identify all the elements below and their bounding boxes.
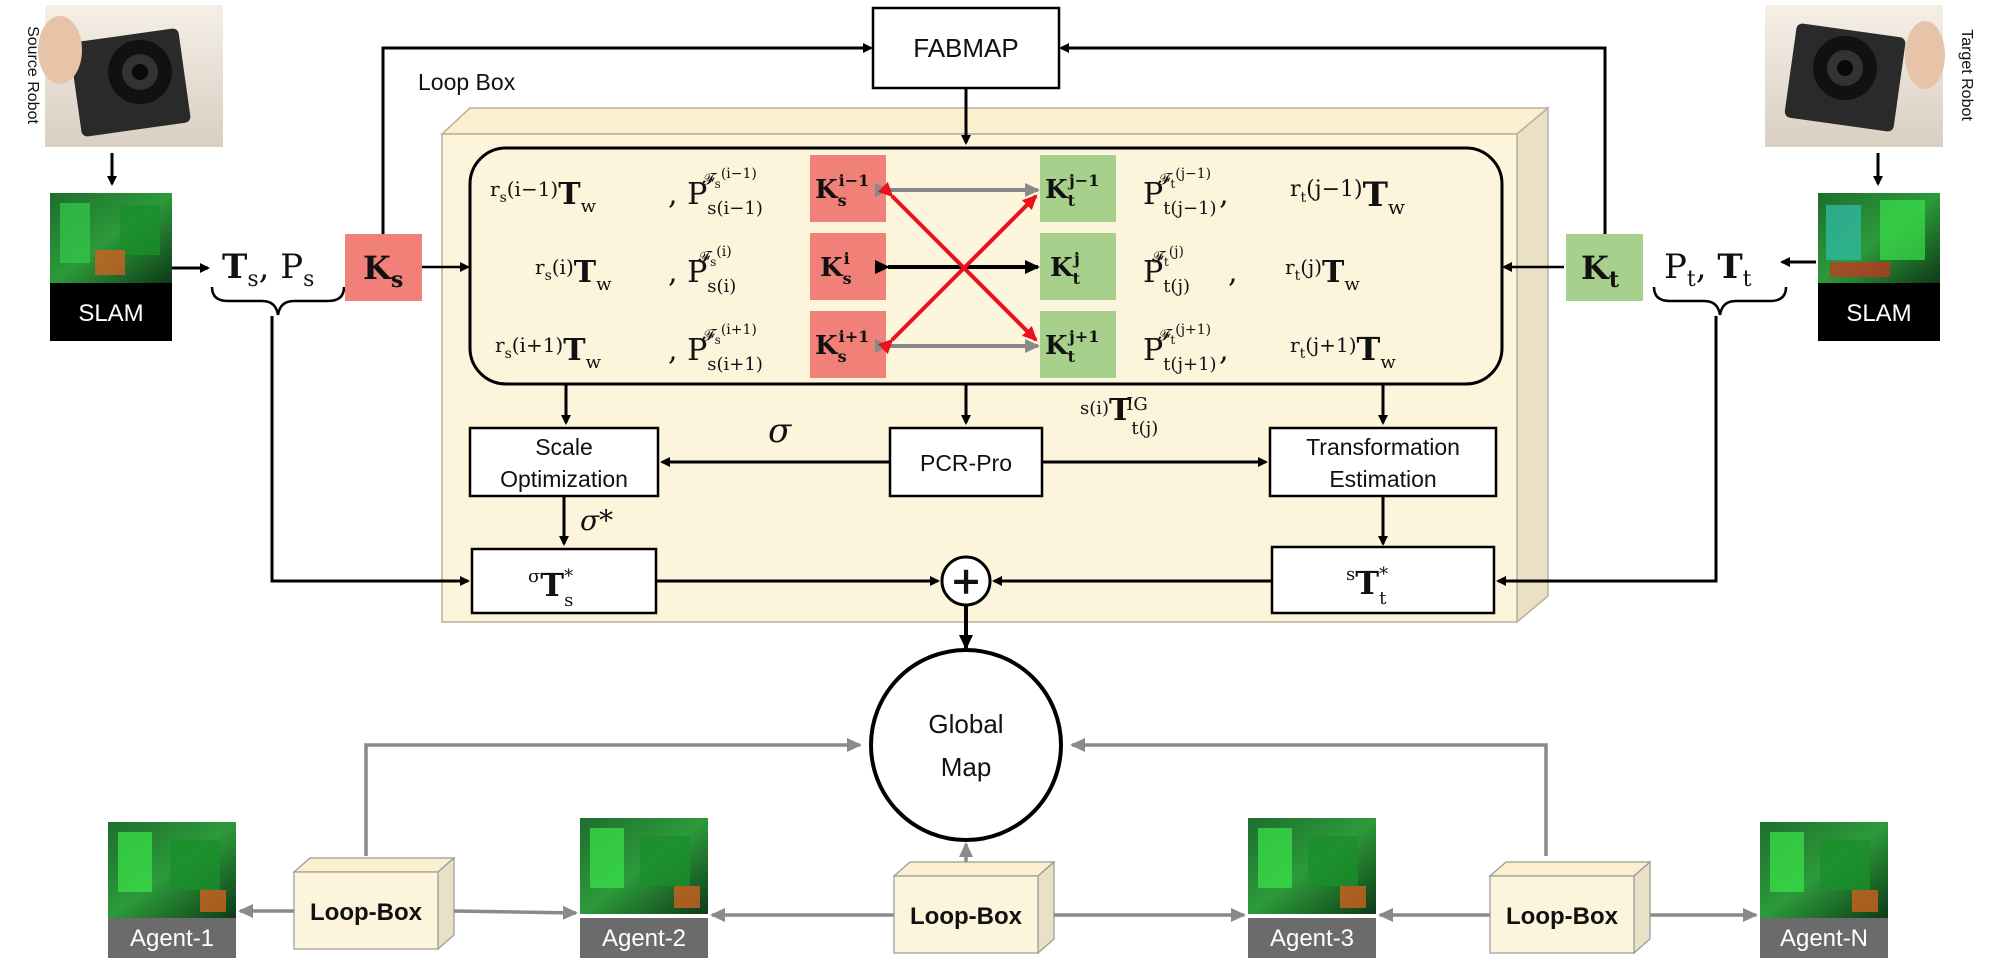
agent-3-view xyxy=(1248,818,1376,958)
loop-box-node-3 xyxy=(1488,860,1652,955)
global-map-line1: Global xyxy=(928,709,1003,739)
scaled-source-transform-label: σT*s xyxy=(528,566,573,611)
loop-box-title: Loop Box xyxy=(418,69,516,95)
ks-to-fabmap-arrow xyxy=(381,43,873,234)
plus-symbol: + xyxy=(950,558,982,603)
agent-1-view xyxy=(108,822,236,958)
target-camera-photo xyxy=(1765,5,1945,147)
target-keyframes-box xyxy=(1566,234,1643,301)
pcr-pro-label: PCR-Pro xyxy=(920,450,1012,476)
target-slam-view xyxy=(1818,193,1940,341)
target-pose-label: Pt, Tt xyxy=(1664,247,1752,292)
agent-n-label: Agent-N xyxy=(1780,925,1868,952)
loop-box-node-2-label: Loop-Box xyxy=(910,903,1023,930)
kt-to-fabmap-arrow xyxy=(1059,43,1607,234)
target-brace xyxy=(1652,286,1788,316)
agent-2-label: Agent-2 xyxy=(602,925,686,952)
pcr-pro-box xyxy=(888,426,1044,498)
target-slam-label: SLAM xyxy=(1846,300,1911,327)
source-pose-current: rs(i)Tw xyxy=(535,255,612,295)
cross-match-red-arrow-2 xyxy=(877,194,1038,355)
scale-optimization-line2: Optimization xyxy=(500,466,628,492)
source-keyframe-next xyxy=(810,311,886,378)
source-keyframe-current xyxy=(810,233,886,300)
target-pose-current: rt(j)Tw xyxy=(1285,255,1360,295)
target-transform-box xyxy=(1270,545,1496,615)
target-keyframe-current xyxy=(1040,233,1116,300)
target-keyframe-prev xyxy=(1040,155,1116,222)
loop-box-container xyxy=(440,106,1551,624)
source-keyframes-box xyxy=(345,234,422,301)
target-pose-feed-arrow xyxy=(1496,316,1718,586)
global-map-node xyxy=(869,648,1063,842)
fabmap-box xyxy=(871,6,1061,90)
source-pose-label: Ts, Ps xyxy=(222,247,314,292)
agent-2-view xyxy=(580,818,708,958)
source-keyframe-current-label: Ksi xyxy=(820,249,852,288)
scaled-source-transform-box xyxy=(470,547,658,615)
source-brace xyxy=(210,286,346,316)
source-pose-next: rs(i+1)Tw xyxy=(495,333,602,373)
loopbox1-to-global-map-arrow xyxy=(364,738,862,856)
target-pose-next: rt(j+1)Tw xyxy=(1290,330,1396,373)
target-keyframe-next xyxy=(1040,311,1116,378)
loopbox1-to-agent2-arrow xyxy=(453,905,578,920)
agent-3-label: Agent-3 xyxy=(1270,925,1354,952)
initial-guess-label: s(i)Tt(j)IG xyxy=(1080,393,1158,439)
source-slam-view xyxy=(50,193,172,341)
loop-box-node-2 xyxy=(892,860,1056,955)
loop-box-node-3-label: Loop-Box xyxy=(1506,903,1619,930)
sigma-star-label: σ* xyxy=(580,504,613,537)
source-pose-prev: rs(i−1)Tw xyxy=(490,177,597,217)
fabmap-label: FABMAP xyxy=(913,33,1018,63)
source-slam-label: SLAM xyxy=(78,300,143,327)
source-pose-feed-arrow xyxy=(270,316,470,586)
keyframe-matching-panel xyxy=(468,146,1504,386)
target-keyframe-current-label: Ktj xyxy=(1050,249,1081,288)
source-keyframe-prev xyxy=(810,155,886,222)
agent-n-view xyxy=(1760,822,1888,958)
global-map-line2: Map xyxy=(941,752,992,782)
agent-1-label: Agent-1 xyxy=(130,925,214,952)
source-camera-photo xyxy=(38,5,223,147)
transformation-estimation-line1: Transformation xyxy=(1306,434,1460,460)
loopbox3-to-global-map-arrow xyxy=(1070,738,1548,856)
target-transform-label: sT*t xyxy=(1346,564,1388,609)
target-pose-prev: rt(j−1)Tw xyxy=(1290,175,1405,219)
target-robot-label: Target Robot xyxy=(1958,29,1975,121)
source-robot-label: Source Robot xyxy=(24,26,41,124)
scale-optimization-line1: Scale xyxy=(535,434,593,460)
transformation-estimation-line2: Estimation xyxy=(1329,466,1436,492)
loop-box-node-1-label: Loop-Box xyxy=(310,899,423,926)
transformation-estimation-box xyxy=(1268,426,1498,498)
scale-optimization-box xyxy=(468,426,660,498)
sigma-label: σ xyxy=(768,411,792,451)
loop-box-node-1 xyxy=(292,856,456,951)
